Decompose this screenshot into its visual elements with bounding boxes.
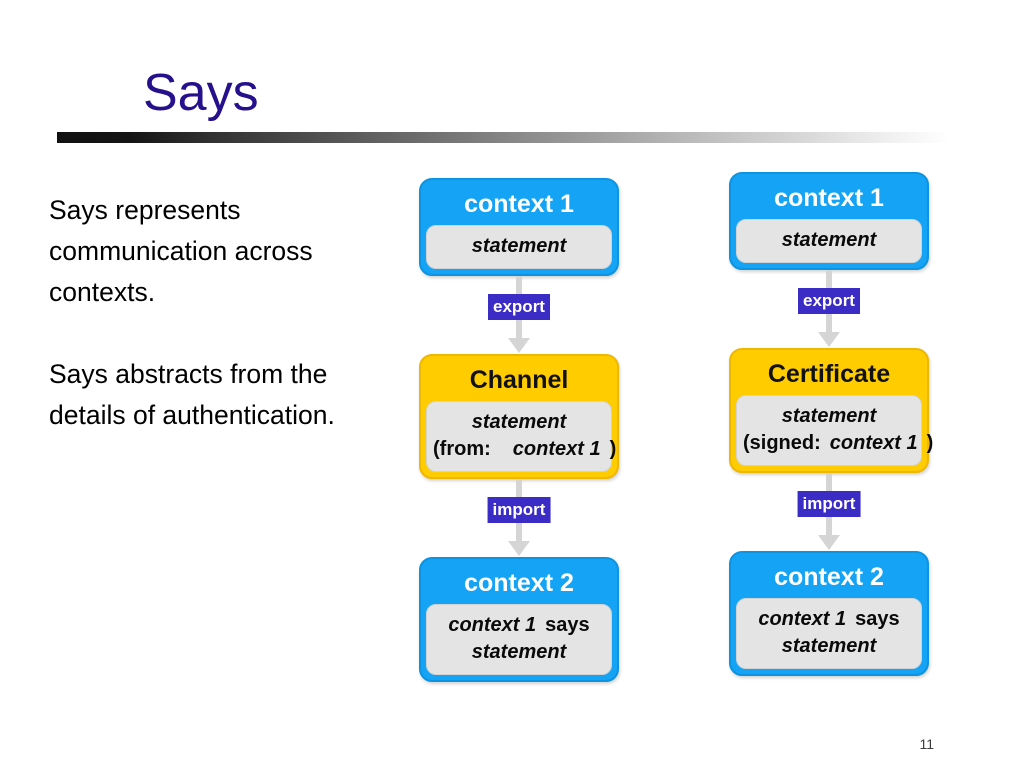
channel-statement-line: statement (433, 409, 605, 436)
context2-node-header: context 2 (464, 569, 574, 597)
arrow-down-icon (508, 338, 530, 353)
certificate-node-body: statement (signed: context 1) (736, 395, 933, 466)
context1-node-header: context 1 (774, 184, 884, 212)
says-line: context 1 says (433, 612, 605, 639)
says-keyword: says (545, 614, 590, 636)
import-label: import (797, 491, 861, 517)
import-connector-certificate: import (729, 473, 929, 551)
arrow-down-icon (818, 332, 840, 347)
statement-text: statement (471, 235, 567, 257)
context2-node-body: context 1 says statement (736, 598, 922, 669)
export-label: export (488, 294, 550, 320)
export-connector-certificate: export (729, 270, 929, 348)
context2-node-channel[interactable]: context 2 context 1 says statement (419, 557, 619, 682)
certificate-signed-line: (signed: context 1) (743, 430, 933, 457)
context1-node-body: statement (736, 219, 922, 263)
page-number: 11 (919, 736, 934, 752)
body-paragraph-2: Says abstracts from the details of authe… (49, 359, 335, 430)
statement-text: statement (471, 411, 567, 433)
certificate-column: context 1 statement export Certificate s… (729, 172, 933, 676)
context2-node-header: context 2 (774, 563, 884, 591)
channel-column: context 1 statement export Channel state… (419, 178, 619, 682)
context2-node-certificate[interactable]: context 2 context 1 says statement (729, 551, 929, 676)
says-statement-line: statement (433, 639, 605, 666)
arrow-down-icon (508, 541, 530, 556)
export-connector-channel: export (419, 276, 619, 354)
import-label: import (487, 497, 551, 523)
channel-node-header: Channel (469, 366, 569, 394)
channel-node[interactable]: Channel statement (from: context 1) (419, 354, 619, 479)
from-prefix: (from: (433, 438, 491, 460)
context2-node-body: context 1 says statement (426, 604, 612, 675)
body-paragraph-1: Says represents communication across con… (49, 195, 313, 307)
body-text: Says represents communication across con… (49, 190, 389, 436)
certificate-node[interactable]: Certificate statement (signed: context 1) (729, 348, 933, 473)
context1-node-certificate[interactable]: context 1 statement (729, 172, 929, 270)
statement-text: statement (781, 635, 877, 657)
signed-suffix: ) (926, 432, 934, 454)
arrow-down-icon (818, 535, 840, 550)
context1-node-body: statement (426, 225, 612, 269)
context1-node-header: context 1 (464, 190, 574, 218)
page-title: Says (143, 64, 259, 122)
export-label: export (798, 288, 860, 314)
says-line: context 1 says (743, 606, 915, 633)
certificate-node-header: Certificate (767, 360, 891, 388)
statement-text: statement (781, 405, 877, 427)
says-statement-line: statement (743, 633, 915, 660)
statement-text: statement (781, 229, 877, 251)
title-divider (57, 132, 950, 143)
context1-node-channel[interactable]: context 1 statement (419, 178, 619, 276)
says-context-value: context 1 (448, 614, 537, 636)
says-context-value: context 1 (758, 608, 847, 630)
signed-context-value: context 1 (829, 432, 918, 454)
channel-from-line: (from: context 1) (433, 436, 616, 463)
signed-prefix: (signed: (743, 432, 821, 454)
import-connector-channel: import (419, 479, 619, 557)
certificate-statement-line: statement (743, 403, 915, 430)
from-context-value: context 1 (512, 438, 601, 460)
from-suffix: ) (609, 438, 617, 460)
statement-text: statement (471, 641, 567, 663)
says-keyword: says (855, 608, 900, 630)
channel-node-body: statement (from: context 1) (426, 401, 616, 472)
